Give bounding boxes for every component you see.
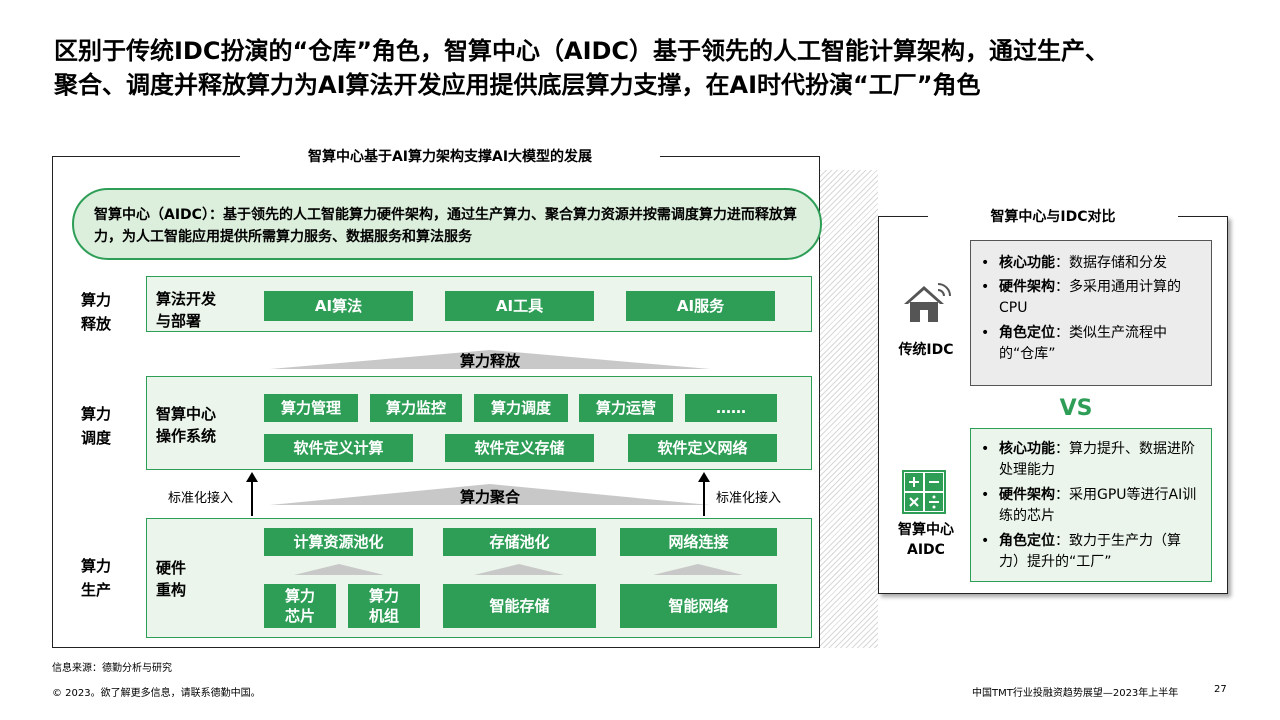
box-smart-network: 智能网络 [620, 584, 777, 628]
box-smart-storage: 智能存储 [443, 584, 596, 628]
vs-label: VS [1059, 396, 1093, 421]
release-arrow-label: 算力释放 [459, 352, 520, 370]
aggregate-arrow [270, 484, 710, 505]
up-arrow-left [246, 472, 258, 516]
standard-access-left-label: 标准化接入 [168, 491, 234, 506]
box-compute-unit: 算力 机组 [348, 584, 420, 628]
panel-shadow [820, 170, 878, 648]
calculator-icon [902, 470, 946, 514]
architecture-panel-title: 智算中心基于AI算力架构支撑AI大模型的发展 [240, 146, 660, 168]
aidc-item-1: •核心功能：算力提升、数据进阶处理能力 [981, 441, 1195, 478]
chevron-up-1 [294, 564, 384, 575]
copyright: © 2023。欲了解更多信息，请联系德勤中国。 [52, 688, 261, 699]
idc-features-box: •核心功能：数据存储和分发 •硬件架构：多采用通用计算的CPU •角色定位：类似… [970, 240, 1212, 386]
box-network-connection: 网络连接 [620, 528, 777, 556]
box-storage-pooling: 存储池化 [443, 528, 596, 556]
release-band-label: 算法开发 与部署 [156, 290, 217, 330]
box-compute-scheduling: 算力调度 [474, 394, 568, 422]
idc-item-1: •核心功能：数据存储和分发 [981, 255, 1167, 271]
row-label-produce: 算力 生产 [80, 557, 111, 599]
title-line-1: 区别于传统IDC扮演的“仓库”角色，智算中心（AIDC）基于领先的人工智能计算架… [54, 37, 1110, 65]
aidc-item-2: •硬件架构：采用GPU等进行AI训练的芯片 [981, 487, 1197, 524]
box-more: …… [685, 394, 777, 422]
release-arrow [270, 350, 710, 369]
idc-item-3: •角色定位：类似生产流程中的“仓库” [981, 325, 1167, 362]
produce-band-label: 硬件 重构 [156, 559, 187, 599]
title-line-2: 聚合、调度并释放算力为AI算法开发应用提供底层算力支撑，在AI时代扮演“工厂”角… [54, 71, 981, 99]
idc-label: 传统IDC [898, 342, 954, 358]
box-sd-network: 软件定义网络 [628, 434, 777, 462]
aidc-item-3: •角色定位：致力于生产力（算力）提升的“工厂” [981, 533, 1181, 570]
up-arrow-right [698, 472, 710, 516]
aidc-features-box: •核心功能：算力提升、数据进阶处理能力 •硬件架构：采用GPU等进行AI训练的芯… [970, 428, 1212, 582]
row-label-schedule: 算力 调度 [80, 405, 111, 447]
aggregate-arrow-label: 算力聚合 [459, 488, 520, 506]
box-compute-operation: 算力运营 [579, 394, 673, 422]
box-compute-monitoring: 算力监控 [370, 394, 462, 422]
box-compute-chip: 算力 芯片 [264, 584, 336, 628]
schedule-band-label: 智算中心 操作系统 [156, 405, 217, 445]
page-title: 区别于传统IDC扮演的“仓库”角色，智算中心（AIDC）基于领先的人工智能计算架… [54, 34, 1234, 102]
box-compute-management: 算力管理 [264, 394, 358, 422]
aidc-definition: 智算中心（AIDC）：基于领先的人工智能算力硬件架构，通过生产算力、聚合算力资源… [72, 188, 822, 260]
box-sd-storage: 软件定义存储 [445, 434, 594, 462]
idc-item-2: •硬件架构：多采用通用计算的CPU [981, 279, 1181, 316]
box-sd-compute: 软件定义计算 [264, 434, 413, 462]
page-number: 27 [1214, 684, 1227, 695]
chevron-up-2 [474, 564, 564, 575]
box-compute-pooling: 计算资源池化 [264, 528, 413, 556]
box-ai-services: AI服务 [626, 291, 775, 321]
source-note: 信息来源：德勤分析与研究 [52, 663, 172, 674]
chevron-up-3 [653, 564, 743, 575]
house-wifi-icon [904, 283, 951, 322]
report-name: 中国TMT行业投融资趋势展望—2023年上半年 [972, 688, 1179, 699]
standard-access-right-label: 标准化接入 [716, 491, 782, 506]
box-ai-algorithm: AI算法 [264, 291, 413, 321]
box-ai-tools: AI工具 [445, 291, 594, 321]
comparison-panel-title: 智算中心与IDC对比 [928, 206, 1178, 228]
row-label-release: 算力 释放 [80, 291, 111, 333]
aidc-label: 智算中心 AIDC [898, 522, 954, 558]
